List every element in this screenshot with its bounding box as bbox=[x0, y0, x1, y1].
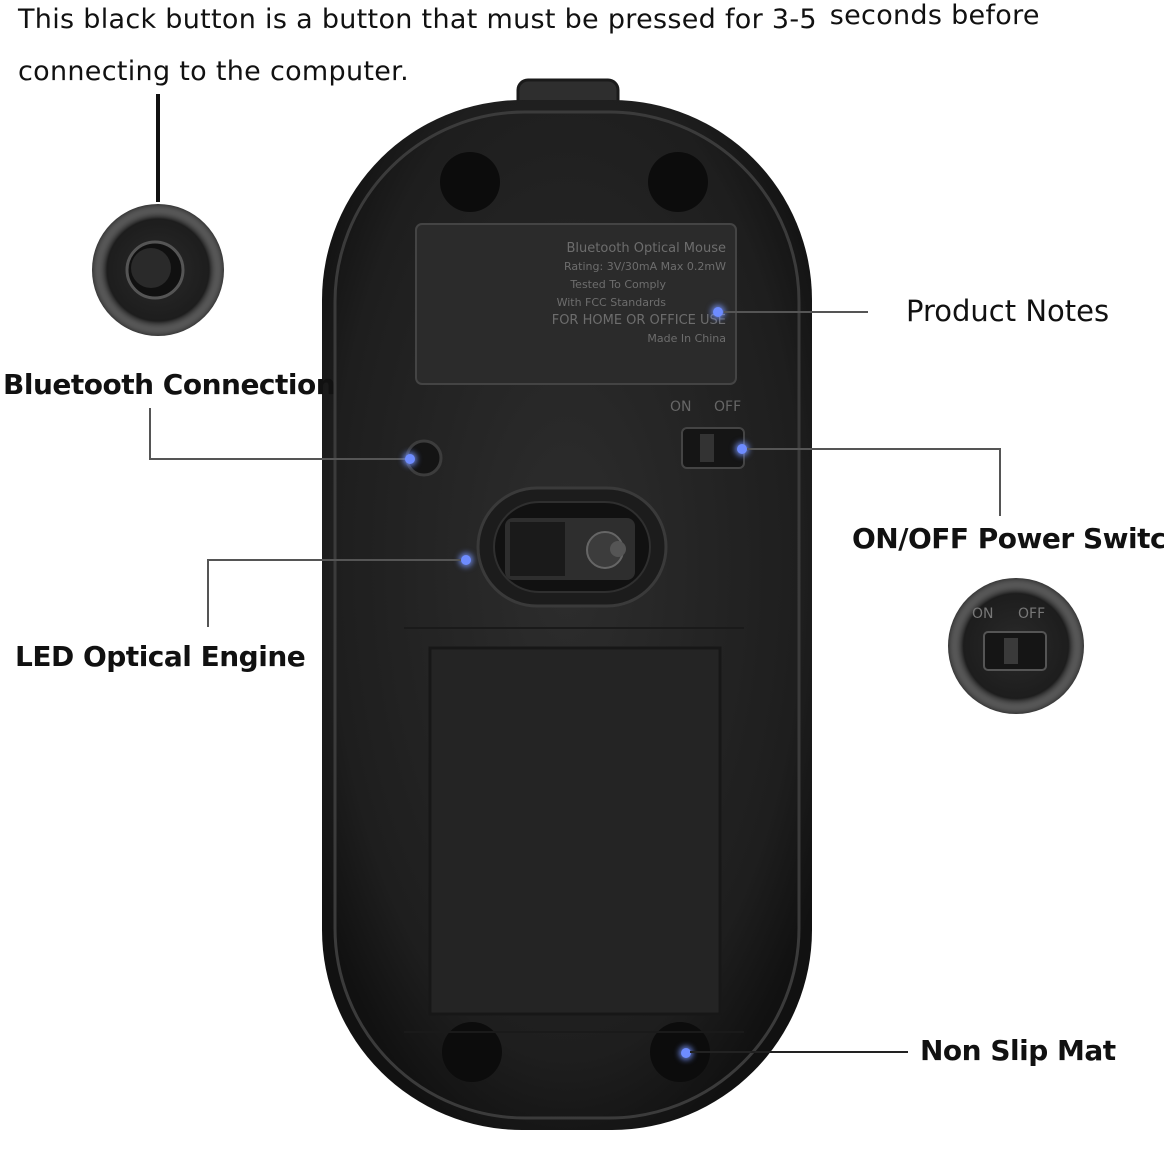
foot-top-right bbox=[648, 152, 708, 212]
product-notes-dot bbox=[713, 307, 723, 317]
non-slip-mat-label: Non Slip Mat bbox=[920, 1034, 1116, 1067]
battery-cover bbox=[428, 646, 722, 1016]
foot-top-left bbox=[440, 152, 500, 212]
intro-line-1-end: seconds before bbox=[829, 0, 1040, 31]
bluetooth-connection-label: Bluetooth Connection bbox=[3, 368, 336, 401]
label-line-5: FOR HOME OR OFFICE USE bbox=[551, 313, 726, 328]
led-optical-line-vertical bbox=[207, 559, 209, 627]
intro-connector-line bbox=[156, 94, 160, 202]
zoom-switch-on-label: ON bbox=[972, 606, 994, 622]
label-line-6: Made In China bbox=[647, 332, 726, 345]
foot-bottom-right bbox=[650, 1022, 710, 1082]
label-plate bbox=[415, 223, 737, 385]
switch-on-label: ON bbox=[670, 399, 692, 415]
foot-bottom-left bbox=[442, 1022, 502, 1082]
product-notes-label: Product Notes bbox=[906, 294, 1110, 328]
led-optical-dot bbox=[461, 555, 471, 565]
power-switch-line-vertical bbox=[999, 448, 1001, 516]
power-switch-label: ON/OFF Power Switch bbox=[852, 522, 1164, 555]
power-switch-dot bbox=[737, 444, 747, 454]
label-line-3: Tested To Comply bbox=[570, 278, 666, 291]
power-switch-line-horizontal bbox=[747, 448, 1001, 450]
led-optical-label: LED Optical Engine bbox=[15, 640, 306, 673]
product-notes-line bbox=[724, 311, 868, 313]
bluetooth-line-horizontal bbox=[149, 458, 407, 460]
non-slip-mat-dot bbox=[681, 1048, 691, 1058]
bluetooth-dot bbox=[405, 454, 415, 464]
non-slip-mat-line bbox=[690, 1051, 908, 1053]
intro-line-1: This black button is a button that must … bbox=[18, 0, 1040, 35]
label-line-4: With FCC Standards bbox=[556, 296, 666, 309]
label-line-2: Rating: 3V/30mA Max 0.2mW bbox=[564, 260, 726, 273]
switch-off-label: OFF bbox=[714, 399, 742, 415]
intro-line-1-main: This black button is a button that must … bbox=[18, 4, 817, 35]
led-optical-line-horizontal bbox=[207, 559, 461, 561]
label-plate-text: Bluetooth Optical Mouse Rating: 3V/30mA … bbox=[430, 240, 726, 348]
zoom-switch-off-label: OFF bbox=[1018, 606, 1046, 622]
intro-line-2: connecting to the computer. bbox=[18, 56, 409, 87]
label-line-1: Bluetooth Optical Mouse bbox=[566, 241, 726, 256]
bluetooth-line-vertical bbox=[149, 408, 151, 460]
